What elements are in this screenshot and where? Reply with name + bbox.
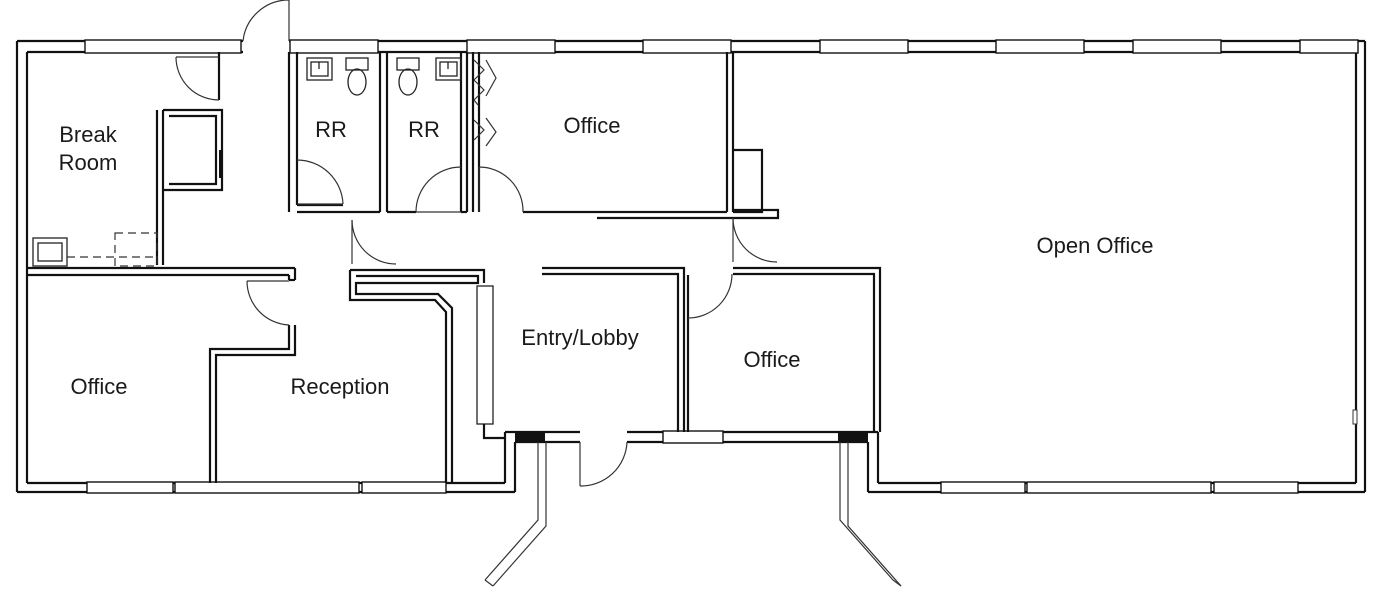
room-label-open-office: Open Office (1037, 233, 1154, 258)
fixtures (306, 57, 1358, 425)
room-label-office-middle: Office (743, 347, 800, 372)
room-label-reception: Reception (290, 374, 389, 399)
interior-walls (27, 52, 882, 483)
doors (175, 0, 902, 587)
toilet-icon (345, 57, 369, 96)
sink-icon (435, 57, 462, 81)
room-label-rr-2: RR (408, 117, 440, 142)
toilet-icon (396, 57, 420, 96)
room-label-entry-lobby: Entry/Lobby (521, 325, 638, 350)
room-label-office-top: Office (563, 113, 620, 138)
sink-icon (306, 57, 333, 81)
windows (84, 39, 1359, 494)
room-labels: Break Room RR RR Office Open Office Entr… (59, 113, 1154, 399)
room-label-rr-1: RR (315, 117, 347, 142)
exterior-walls (15, 39, 1367, 494)
room-label-break-room-line2: Room (59, 150, 118, 175)
room-label-break-room: Break (59, 122, 117, 147)
room-label-office-left: Office (70, 374, 127, 399)
